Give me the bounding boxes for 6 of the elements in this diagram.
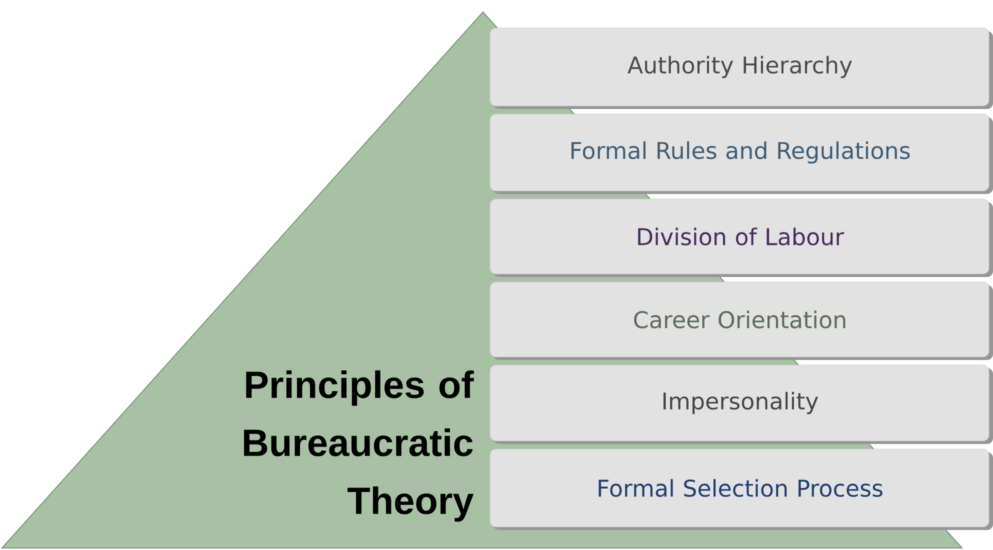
- principle-box: Authority Hierarchy: [490, 28, 993, 109]
- principle-box: Impersonality: [490, 364, 993, 444]
- principle-box: Division of Labour: [490, 198, 993, 277]
- principle-box: Career Orientation: [490, 282, 993, 360]
- principle-box: Formal Rules and Regulations: [490, 114, 993, 194]
- principle-box: Formal Selection Process: [490, 448, 993, 530]
